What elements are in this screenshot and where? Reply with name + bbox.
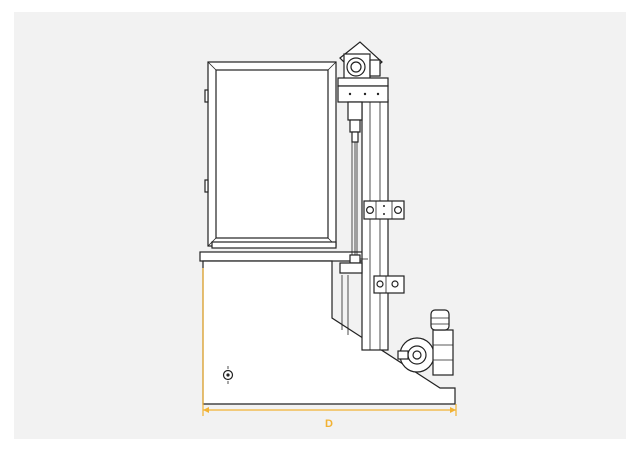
table-top (199, 251, 369, 262)
base-cabinet (202, 260, 456, 405)
depth-dimension-label: D (325, 418, 333, 430)
base-knob (222, 366, 234, 384)
vertical-column (341, 99, 389, 351)
sensor-carriage (339, 254, 368, 274)
pump-assembly (397, 309, 454, 376)
motor-head (337, 41, 389, 258)
upper-cabinet (204, 61, 337, 249)
depth-dimension: D (202, 268, 457, 430)
lower-clamp (373, 275, 405, 294)
upper-clamp (363, 200, 405, 220)
